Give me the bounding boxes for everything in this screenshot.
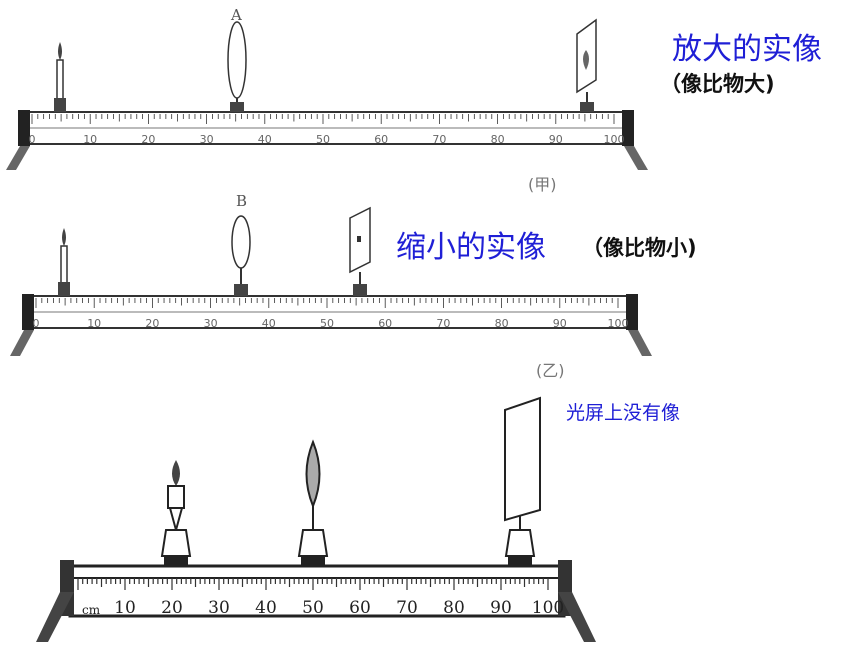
ruler-tick-label: 100: [608, 317, 629, 330]
ruler-tick-label: 70: [436, 317, 450, 330]
ruler-tick-label: 80: [443, 598, 465, 618]
ruler-tick-label: 50: [320, 317, 334, 330]
ruler-tick-label: 0: [33, 317, 40, 330]
bench-leg-left: [10, 330, 34, 356]
ruler-tick-label: 40: [262, 317, 276, 330]
candle: [54, 42, 66, 112]
caption-magnified-real-image: 放大的实像: [672, 32, 822, 67]
convex-lens: [297, 439, 329, 566]
ruler-tick-label: 40: [258, 133, 272, 146]
ruler-tick-label: 30: [208, 598, 230, 618]
bench-leg-right: [628, 330, 652, 356]
ruler-tick-label: 30: [200, 133, 214, 146]
ruler-tick-label: 60: [374, 133, 388, 146]
screen: [576, 18, 597, 112]
ruler-tick-label: 90: [490, 598, 512, 618]
ruler-tick-label: 50: [302, 598, 324, 618]
tick-marks: [35, 298, 619, 308]
lens-label-b: B: [236, 192, 247, 210]
ruler-tick-label: 0: [29, 133, 36, 146]
bench-end-left: [22, 294, 34, 330]
bench-yi: 0 10 20 30 40 50 60 70 80 90 100 B (乙): [10, 192, 652, 380]
screen: [504, 396, 541, 566]
ruler-tick-label: 10: [114, 598, 136, 618]
convex-lens-b: [231, 215, 251, 296]
bench-leg-right: [558, 592, 596, 642]
caption-no-image-on-screen: 光屏上没有像: [566, 402, 681, 424]
bench-end-right: [626, 294, 638, 330]
figure-tag-yi: (乙): [536, 361, 565, 380]
bench-jia: 0 10 20 30 40 50 60 70 80 90 100 A (甲): [6, 6, 648, 194]
ruler-tick-label: 60: [378, 317, 392, 330]
ruler-tick-label: 90: [549, 133, 563, 146]
ruler-tick-label: 10: [87, 317, 101, 330]
lens-label-a: A: [230, 6, 242, 24]
candle: [160, 460, 192, 566]
ruler-tick-label: 80: [491, 133, 505, 146]
ruler-tick-label: 20: [161, 598, 183, 618]
candle: [58, 228, 70, 296]
ruler-tick-label: 10: [83, 133, 97, 146]
bench-end-right: [622, 110, 634, 146]
ruler-tick-label: 70: [396, 598, 418, 618]
ruler-tick-label: 70: [432, 133, 446, 146]
figure-tag-jia: (甲): [528, 175, 557, 194]
ruler-tick-label: 100: [532, 598, 564, 618]
tick-marks: [77, 578, 549, 590]
caption-note-image-smaller: （像比物小): [582, 236, 697, 260]
caption-diminished-real-image: 缩小的实像: [396, 230, 546, 265]
bench-end-left: [18, 110, 30, 146]
ruler-tick-label: 20: [141, 133, 155, 146]
screen: [349, 206, 371, 296]
bench-leg-left: [36, 592, 74, 642]
convex-lens-a: [227, 21, 247, 112]
ruler-tick-label: 30: [204, 317, 218, 330]
ruler-tick-label: 100: [604, 133, 625, 146]
ruler-tick-label: 40: [255, 598, 277, 618]
magnified-image: [583, 50, 589, 70]
ruler-tick-label: 80: [495, 317, 509, 330]
ruler-tick-label: 90: [553, 317, 567, 330]
bench-bottom: 10 20 30 40 50 60 70 80 90 100 cm: [36, 396, 596, 642]
ruler-tick-label: 50: [316, 133, 330, 146]
caption-note-image-larger: （像比物大): [660, 72, 775, 96]
bench-leg-right: [624, 146, 648, 170]
ruler-tick-label: 60: [349, 598, 371, 618]
diminished-image: [357, 236, 361, 242]
bench-leg-left: [6, 146, 30, 170]
ruler-tick-label: 20: [145, 317, 159, 330]
unit-label: cm: [82, 603, 101, 617]
tick-marks: [31, 114, 615, 124]
